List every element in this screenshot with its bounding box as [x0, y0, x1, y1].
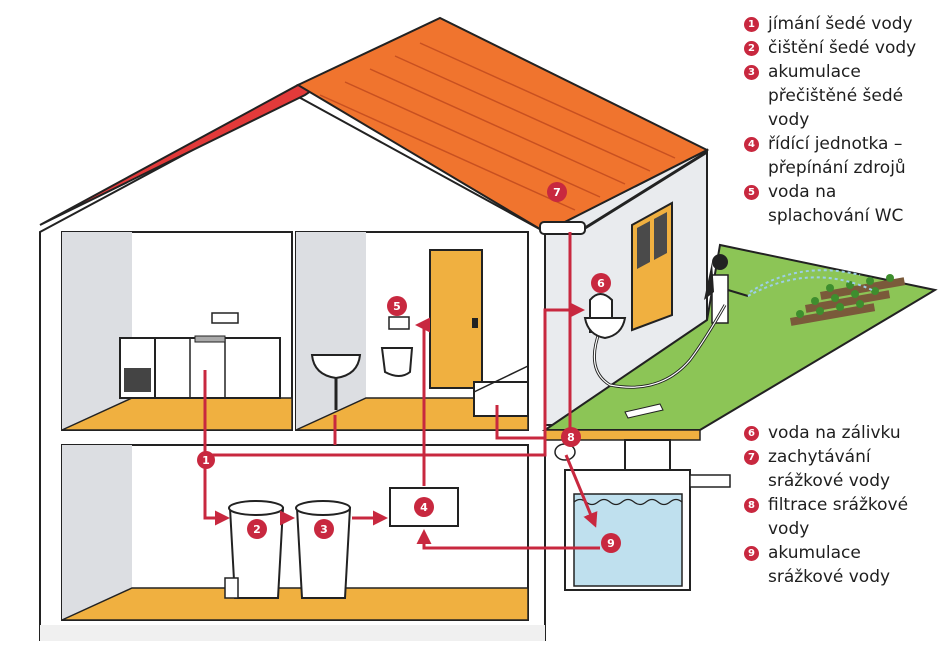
svg-text:2: 2 [253, 523, 261, 536]
marker-5: 5 [387, 296, 407, 316]
legend-item-8: 8 filtrace srážkové vody [744, 493, 944, 541]
legend-top: 1 jímání šedé vody 2 čištění šedé vody 3 ak… [744, 12, 944, 228]
svg-text:7: 7 [553, 186, 561, 199]
svg-text:9: 9 [607, 537, 615, 550]
legend-num: 3 [744, 65, 759, 80]
legend-num: 7 [744, 450, 759, 465]
legend-item-5: 5 voda na splachování WC [744, 180, 944, 228]
marker-1: 1 [197, 451, 215, 469]
legend-num: 2 [744, 41, 759, 56]
bathroom [310, 249, 529, 417]
legend-text: voda na splachování WC [768, 182, 904, 226]
legend-item-3: 3 akumulace přečištěné šedé vody [744, 60, 944, 132]
legend-text: zachytávání srážkové vody [768, 447, 891, 491]
legend-text: akumulace přečištěné šedé vody [768, 62, 904, 130]
legend-item-4: 4 řídící jednotka – přepínání zdrojů [744, 132, 944, 180]
roof [39, 16, 710, 235]
legend-text: jímání šedé vody [768, 14, 913, 34]
garden [541, 243, 938, 441]
legend-item-9: 9 akumulace srážkové vody [744, 541, 944, 589]
legend-item-7: 7 zachytávání srážkové vody [744, 445, 944, 493]
svg-text:6: 6 [597, 277, 605, 290]
svg-text:1: 1 [202, 454, 210, 467]
legend-num: 1 [744, 17, 759, 32]
kitchen [119, 312, 281, 399]
legend-bottom: 6 voda na zálivku 7 zachytávání srážkové v… [744, 421, 944, 589]
marker-3: 3 [314, 519, 334, 539]
legend-text: čištění šedé vody [768, 38, 917, 58]
legend-text: voda na zálivku [768, 423, 901, 443]
exterior-door [631, 201, 673, 332]
svg-text:8: 8 [567, 431, 575, 444]
marker-6: 6 [591, 273, 611, 293]
legend-item-6: 6 voda na zálivku [744, 421, 944, 445]
legend-num: 9 [744, 546, 759, 561]
legend-text: řídící jednotka – přepínání zdrojů [768, 134, 906, 178]
marker-2: 2 [247, 519, 267, 539]
marker-7: 7 [547, 182, 567, 202]
svg-text:5: 5 [393, 300, 401, 313]
legend-num: 4 [744, 137, 759, 152]
pipes [203, 232, 600, 550]
legend-item-1: 1 jímání šedé vody [744, 12, 944, 36]
legend-num: 6 [744, 426, 759, 441]
svg-text:3: 3 [320, 523, 328, 536]
legend-text: filtrace srážkové vody [768, 495, 909, 539]
marker-9: 9 [601, 533, 621, 553]
legend-item-2: 2 čištění šedé vody [744, 36, 944, 60]
marker-4: 4 [414, 497, 434, 517]
marker-8: 8 [561, 427, 581, 447]
legend-num: 8 [744, 498, 759, 513]
tanks [224, 439, 731, 599]
legend-text: akumulace srážkové vody [768, 543, 891, 587]
svg-text:4: 4 [420, 501, 428, 514]
legend-num: 5 [744, 185, 759, 200]
